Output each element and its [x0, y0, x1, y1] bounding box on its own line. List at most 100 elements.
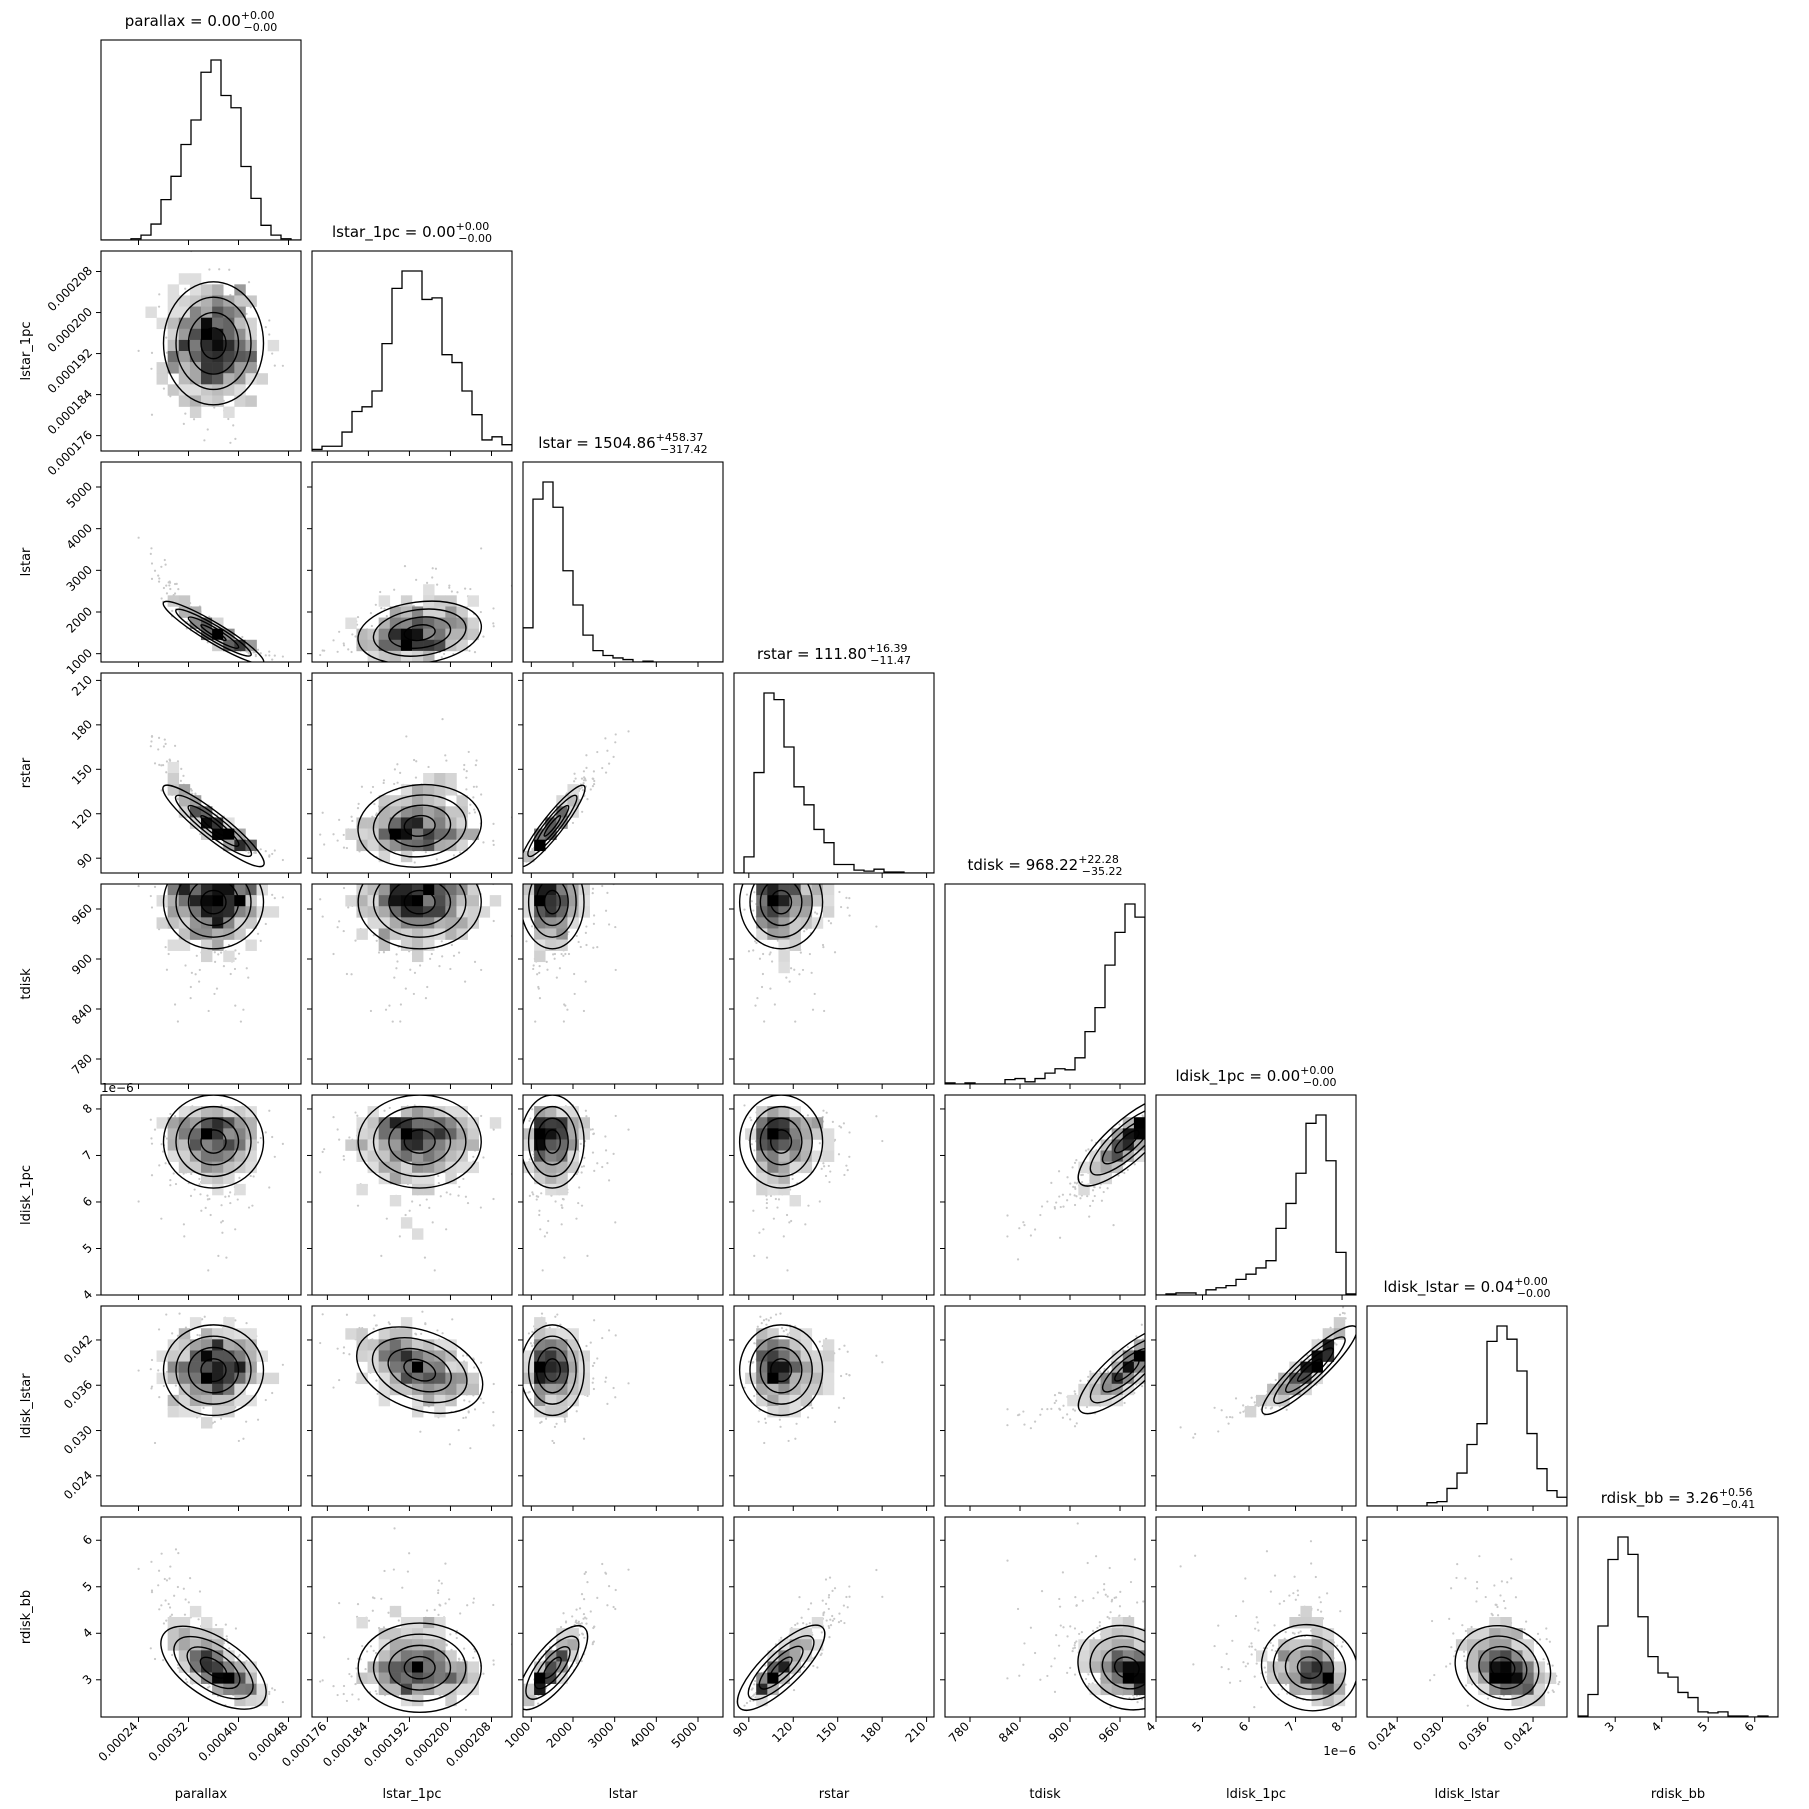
- sample-point: [175, 874, 177, 876]
- sample-point: [150, 562, 154, 565]
- density-cell: [412, 606, 424, 618]
- sample-point: [593, 779, 596, 783]
- sample-point: [342, 846, 346, 849]
- sample-point: [784, 881, 786, 883]
- density-cell: [534, 950, 546, 963]
- panel-title-parallax: parallax = 0.00+0.00−0.00: [125, 9, 277, 34]
- density-cell: [156, 317, 168, 330]
- sample-point: [413, 971, 417, 974]
- sample-point: [431, 859, 433, 861]
- sample-point: [583, 880, 585, 882]
- sample-point: [492, 625, 495, 628]
- sample-point: [777, 878, 779, 880]
- sample-point: [416, 878, 418, 880]
- density-cell: [201, 395, 213, 407]
- sample-point: [534, 1020, 537, 1023]
- contour-level-3: [372, 794, 467, 858]
- sample-point: [441, 876, 443, 878]
- sample-point: [814, 911, 817, 914]
- sample-point: [601, 766, 604, 770]
- sample-point: [420, 868, 422, 870]
- sample-point: [149, 745, 152, 748]
- density-cell: [178, 362, 191, 374]
- density-cell: [212, 339, 224, 352]
- sample-point: [553, 957, 556, 960]
- sample-point: [551, 878, 553, 880]
- sample-point: [848, 914, 851, 917]
- sample-point: [237, 859, 239, 861]
- sample-point: [573, 876, 575, 878]
- sample-point: [757, 882, 759, 884]
- density-cell: [212, 362, 224, 374]
- sample-point: [557, 876, 559, 878]
- sample-point: [321, 811, 324, 814]
- density-cell: [456, 839, 468, 852]
- sample-point: [377, 951, 381, 954]
- density-cell: [201, 306, 213, 318]
- sample-point: [469, 587, 472, 591]
- sample-point: [264, 922, 267, 926]
- density-cell: [256, 373, 268, 385]
- density-cell: [578, 906, 590, 918]
- sample-point: [604, 909, 608, 912]
- density-cell: [545, 828, 557, 840]
- sample-point: [357, 802, 360, 806]
- sample-point: [347, 906, 350, 909]
- density-cell: [456, 639, 468, 652]
- sample-point: [567, 952, 571, 956]
- sample-point: [268, 854, 271, 857]
- density-cell: [167, 339, 180, 352]
- sample-point: [319, 898, 322, 901]
- sample-point: [321, 649, 324, 652]
- density-cell: [345, 828, 357, 840]
- sample-point: [584, 878, 586, 880]
- sample-point: [151, 879, 153, 881]
- sample-point: [432, 880, 434, 882]
- density-cell: [389, 895, 402, 907]
- sample-point: [203, 874, 205, 876]
- sample-point: [223, 876, 225, 878]
- sample-point: [551, 881, 553, 883]
- sample-point: [828, 881, 830, 883]
- sample-point: [827, 919, 830, 922]
- density-cell: [201, 828, 213, 840]
- sample-point: [358, 882, 360, 884]
- y-tick-label: 3000: [64, 563, 95, 594]
- sample-point: [462, 768, 466, 771]
- sample-point: [444, 754, 447, 757]
- sample-point: [584, 931, 587, 935]
- density-cell: [156, 362, 168, 374]
- sample-point: [604, 877, 606, 879]
- sample-point: [372, 934, 375, 937]
- sample-point: [752, 949, 755, 952]
- sample-point: [386, 878, 388, 880]
- density-cell: [178, 606, 191, 618]
- density-cell: [234, 928, 246, 940]
- density-cell: [378, 795, 391, 807]
- sample-point: [763, 878, 765, 880]
- sample-point: [582, 1009, 586, 1013]
- density-cell: [556, 795, 568, 807]
- sample-point: [177, 588, 180, 591]
- sample-point: [222, 880, 224, 882]
- sample-point: [783, 879, 785, 881]
- sample-point: [614, 741, 617, 744]
- sample-point: [157, 736, 161, 739]
- contour-level-1: [200, 624, 227, 642]
- sample-point: [449, 967, 452, 971]
- sample-point: [475, 869, 477, 871]
- y-tick-label: 4000: [64, 521, 95, 552]
- density-cell: [378, 817, 391, 829]
- density-cell: [556, 817, 568, 829]
- sample-point: [774, 874, 776, 876]
- sample-point: [465, 770, 468, 773]
- density-cell: [467, 617, 479, 629]
- density-cell: [400, 884, 413, 896]
- sample-point: [173, 744, 177, 747]
- density-cell: [456, 917, 468, 929]
- sample-point: [604, 771, 608, 774]
- panel-frame: [522, 461, 724, 663]
- sample-point: [150, 413, 154, 416]
- density-cell: [367, 906, 379, 918]
- sample-point: [347, 648, 350, 651]
